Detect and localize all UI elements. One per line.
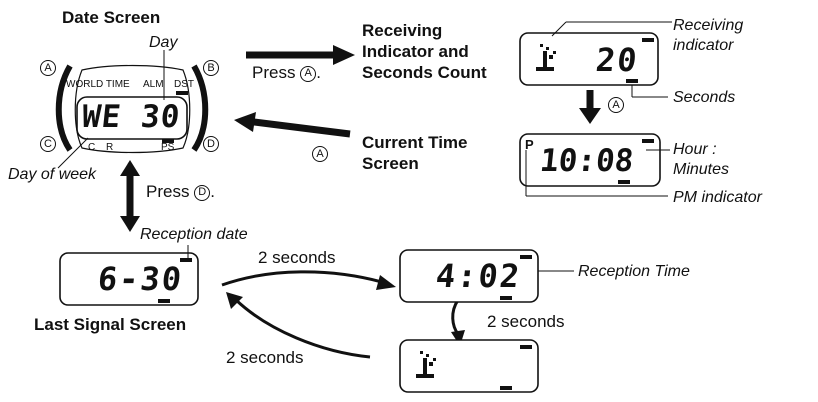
arrow-indicator-to-last: [234, 298, 371, 359]
two-seconds-bottom: 2 seconds: [226, 348, 304, 367]
pm-indicator-label: PM indicator: [673, 189, 762, 206]
button-a: A: [40, 60, 56, 76]
reception-date-display: 6-30: [96, 260, 186, 298]
arrow-last-to-time: [221, 270, 383, 287]
reception-time-display: 4:02: [434, 257, 524, 295]
reception-time-screen-frame: [399, 249, 574, 303]
last-signal-screen-frame: [59, 245, 199, 306]
reception-time-label: Reception Time: [578, 263, 690, 280]
seconds-label: Seconds: [673, 89, 736, 106]
hour-label-2: Minutes: [673, 161, 730, 178]
receiving-indicator-label-2: indicator: [673, 37, 734, 54]
arrows: [120, 45, 601, 359]
press-a-top-period: .: [316, 63, 321, 82]
antenna-icon-2: [416, 351, 436, 378]
watch-illustration: [55, 50, 209, 169]
current-time-screen: [519, 133, 670, 197]
button-d: D: [203, 136, 219, 152]
receiving-screen: [519, 21, 672, 98]
ps-mark: [162, 139, 174, 143]
reception-date-label: Reception date: [140, 226, 248, 243]
press-a-mid-button: A: [312, 146, 328, 162]
last-signal-screen-title: Last Signal Screen: [34, 315, 187, 334]
pm-mark: P: [525, 137, 534, 152]
button-c: C: [40, 136, 56, 152]
press-d-label: Press D.: [146, 182, 215, 202]
receiving-indicator-leader: [551, 21, 567, 37]
dow-leader-line: [57, 137, 89, 169]
current-time-title-1: Current Time: [362, 133, 468, 152]
ps-label: PS: [161, 142, 175, 153]
current-time-title-2: Screen: [362, 154, 419, 173]
date-screen-title: Date Screen: [62, 8, 161, 27]
press-a-top-button: A: [300, 65, 317, 82]
arrow-time-to-indicator: [451, 299, 460, 335]
press-a-right-button: A: [608, 97, 624, 113]
two-seconds-right: 2 seconds: [487, 312, 565, 331]
indicator-only-screen: [399, 339, 539, 393]
r-mark-label: R: [106, 142, 114, 153]
dst-mark: [176, 91, 188, 95]
press-a-top-word: Press: [252, 63, 296, 82]
receiving-title-1: Receiving: [362, 21, 443, 40]
receiving-indicator-label-1: Receiving: [673, 17, 744, 34]
day-of-week-label: Day of week: [8, 166, 97, 183]
two-seconds-top: 2 seconds: [258, 248, 336, 267]
press-d-word: Press: [146, 182, 190, 201]
arrow-to-date: [253, 118, 351, 138]
receiving-title-3: Seconds Count: [362, 63, 487, 82]
alm-label: ALM: [143, 79, 164, 90]
button-b: B: [203, 60, 219, 76]
watch-lcd-frame: [76, 96, 188, 140]
watch-bezel-left: [55, 64, 73, 152]
seconds-count-display: 20: [594, 41, 641, 79]
press-d-button: D: [194, 184, 211, 201]
watch-bezel-right: [191, 64, 209, 152]
world-time-label: WORLD TIME: [66, 79, 130, 90]
day-label: Day: [149, 34, 178, 51]
antenna-icon-1: [536, 44, 556, 71]
press-a-top: Press A.: [252, 63, 321, 83]
press-d-period: .: [210, 182, 215, 201]
watch-display: WE 30: [80, 99, 183, 135]
c-mark-label: C: [88, 142, 96, 153]
current-time-display: 10:08: [538, 143, 636, 179]
dst-label: DST: [174, 79, 194, 90]
hour-label-1: Hour :: [673, 141, 717, 158]
receiving-title-2: Indicator and: [362, 42, 469, 61]
